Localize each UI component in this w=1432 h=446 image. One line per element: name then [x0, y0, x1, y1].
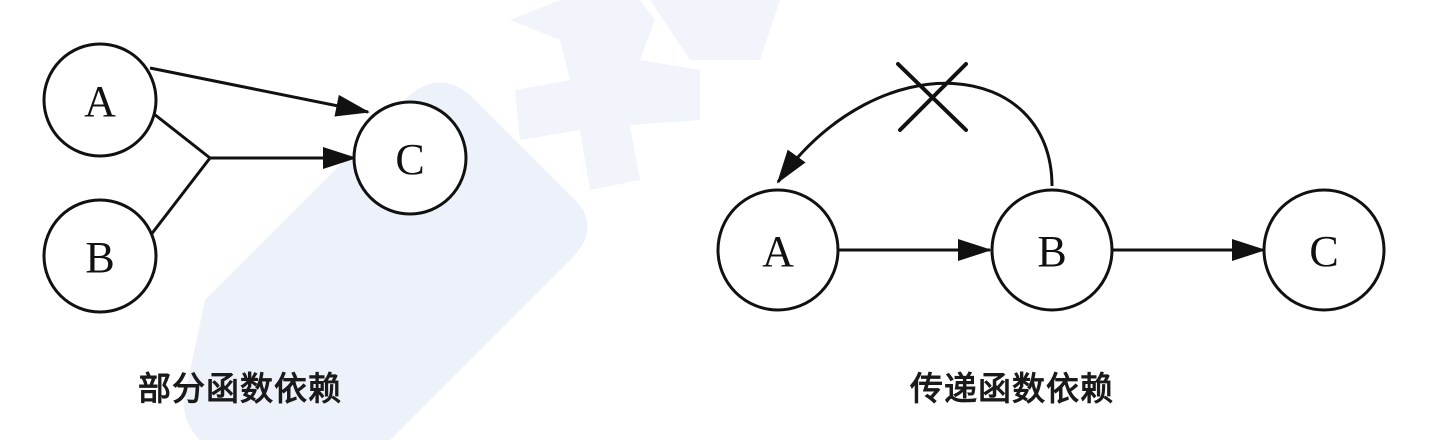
- svg-text:C: C: [395, 135, 424, 184]
- node-b: B: [42, 198, 158, 314]
- svg-text:C: C: [1309, 227, 1338, 276]
- node-a: A: [42, 42, 158, 158]
- svg-text:A: A: [84, 77, 116, 126]
- node-b: B: [990, 188, 1114, 312]
- edge-a-join: [153, 112, 211, 160]
- transitive-dependency-diagram: A B C: [716, 62, 1386, 312]
- partial-dependency-diagram: A B C: [42, 42, 468, 314]
- edge-b-join: [148, 157, 212, 237]
- edge-a-to-c: [149, 66, 370, 117]
- svg-text:A: A: [762, 227, 794, 276]
- node-c: C: [1262, 188, 1386, 312]
- caption-transitive-dependency: 传递函数依赖: [910, 369, 1114, 408]
- edge-b-to-a-curved: [776, 82, 1054, 187]
- svg-text:B: B: [1037, 227, 1066, 276]
- node-c: C: [352, 100, 468, 216]
- svg-text:B: B: [85, 233, 114, 282]
- cross-mark-icon: [896, 62, 968, 132]
- node-a: A: [716, 188, 840, 312]
- caption-partial-dependency: 部分函数依赖: [138, 369, 342, 408]
